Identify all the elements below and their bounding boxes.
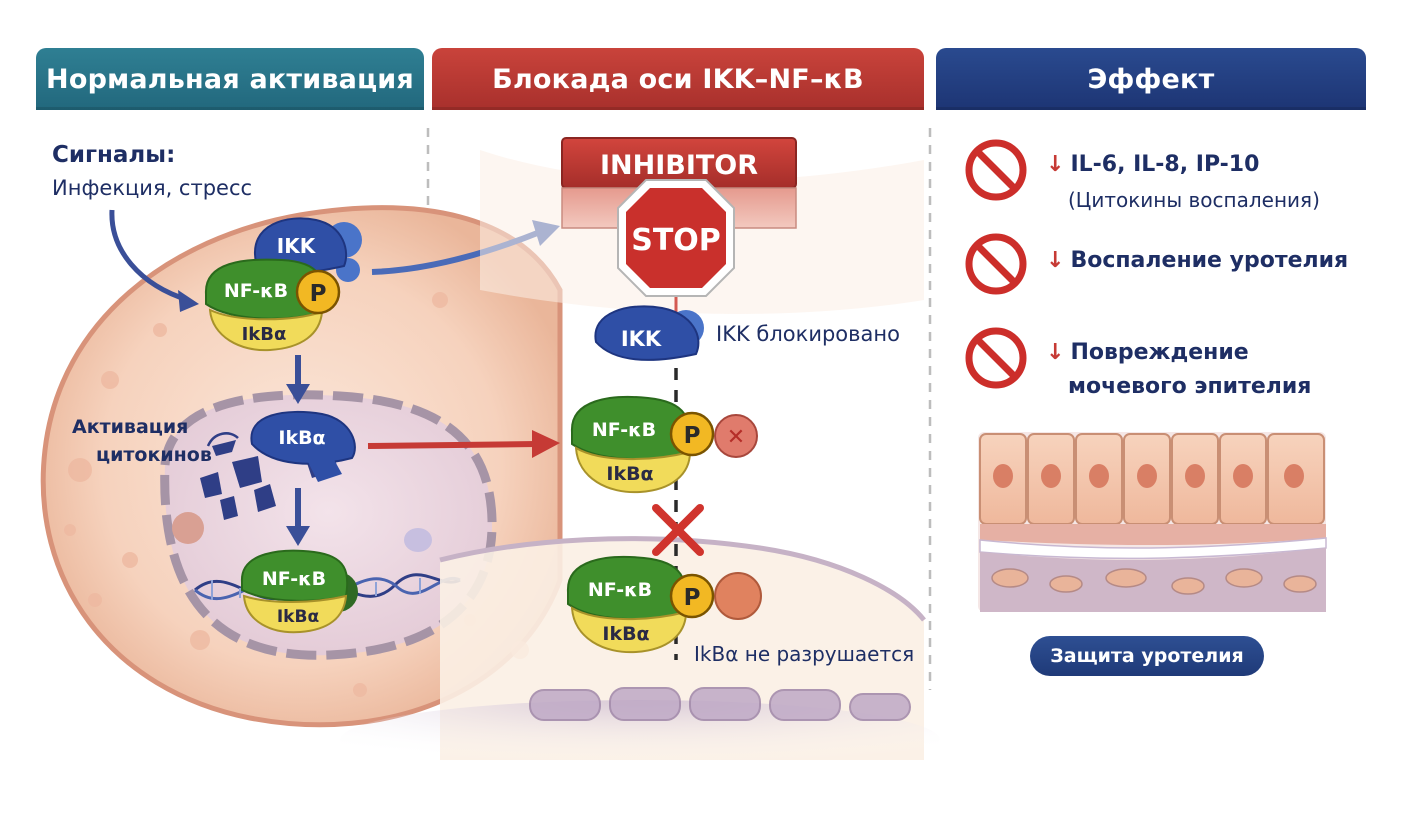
effect-item-cytokines-subtitle: (Цитокины воспаления) bbox=[1068, 188, 1320, 212]
signals-title: Сигналы: bbox=[52, 142, 176, 168]
ikk-blocked: IKK bbox=[594, 305, 704, 361]
cytokine-activation-label-line1: Активация bbox=[72, 416, 189, 438]
effect-item-cytokines: ↓IL-6, IL-8, IP-10 bbox=[1046, 152, 1260, 177]
complex-nfkb-ikba-phospho-intact: NF-κB IkBα P bbox=[566, 555, 762, 654]
prohibit-icon bbox=[965, 327, 1027, 389]
stop-sign-icon: STOP bbox=[617, 179, 735, 297]
ikba-not-degraded-label: IkBα не разрушается bbox=[694, 642, 915, 666]
svg-text:IKK: IKK bbox=[277, 234, 317, 258]
cytokine-activation-label-line2: цитокинов bbox=[96, 444, 212, 466]
svg-text:IkBα: IkBα bbox=[602, 623, 649, 645]
svg-text:✕: ✕ bbox=[727, 425, 745, 450]
svg-text:INHIBITOR: INHIBITOR bbox=[600, 150, 758, 181]
cell-illustration bbox=[40, 205, 563, 728]
header-ikk-nfkb-blockade: Блокада оси IKK–NF–κB bbox=[432, 48, 924, 110]
svg-text:P: P bbox=[310, 281, 327, 307]
complex-nfkb-ikba-phospho-blocked: ✕ NF-κB IkBα P bbox=[570, 395, 758, 494]
down-arrow-icon: ↓ bbox=[1046, 340, 1065, 365]
svg-text:NF-κB: NF-κB bbox=[588, 579, 652, 601]
svg-text:IkBα: IkBα bbox=[278, 427, 325, 449]
ikk-blocked-label: IKK блокировано bbox=[716, 322, 900, 346]
svg-text:IkBα: IkBα bbox=[277, 607, 319, 627]
cross-mark-icon bbox=[652, 504, 704, 556]
svg-text:NF-κB: NF-κB bbox=[224, 280, 288, 302]
urothelium-illustration bbox=[978, 432, 1327, 612]
svg-text:IKK: IKK bbox=[621, 327, 662, 351]
header-effect: Эффект bbox=[936, 48, 1366, 110]
complex-ikk-nfkb-ikba: IKK NF-κB IkBα P bbox=[204, 217, 362, 352]
arrow-icon bbox=[178, 290, 199, 312]
svg-text:IkBα: IkBα bbox=[242, 324, 287, 345]
signals-subtitle: Инфекция, стресс bbox=[52, 176, 253, 200]
bottom-epithelium bbox=[529, 687, 911, 721]
ikba-degrading: IkBα bbox=[250, 410, 356, 482]
effect-item-damage: ↓Повреждение bbox=[1046, 340, 1249, 365]
effect-item-inflammation: ↓Воспаление уротелия bbox=[1046, 248, 1349, 273]
down-arrow-icon: ↓ bbox=[1046, 248, 1065, 273]
header-normal-activation: Нормальная активация bbox=[36, 48, 424, 110]
down-arrow-icon: ↓ bbox=[1046, 152, 1065, 177]
prohibit-icon bbox=[965, 233, 1027, 295]
svg-text:NF-κB: NF-κB bbox=[592, 419, 656, 441]
svg-text:P: P bbox=[684, 585, 701, 611]
complex-nfkb-ikba-nucleus: NF-κB IkBα bbox=[240, 549, 358, 634]
svg-text:IkBα: IkBα bbox=[606, 463, 653, 485]
svg-text:STOP: STOP bbox=[631, 223, 721, 258]
prohibit-icon bbox=[965, 139, 1027, 201]
effect-item-damage-subtitle: мочевого эпителия bbox=[1068, 374, 1312, 399]
svg-text:P: P bbox=[684, 423, 701, 449]
svg-text:NF-κB: NF-κB bbox=[262, 568, 326, 590]
urothelium-protection-badge: Защита уротелия bbox=[1030, 636, 1264, 676]
arrow-icon bbox=[532, 430, 560, 458]
